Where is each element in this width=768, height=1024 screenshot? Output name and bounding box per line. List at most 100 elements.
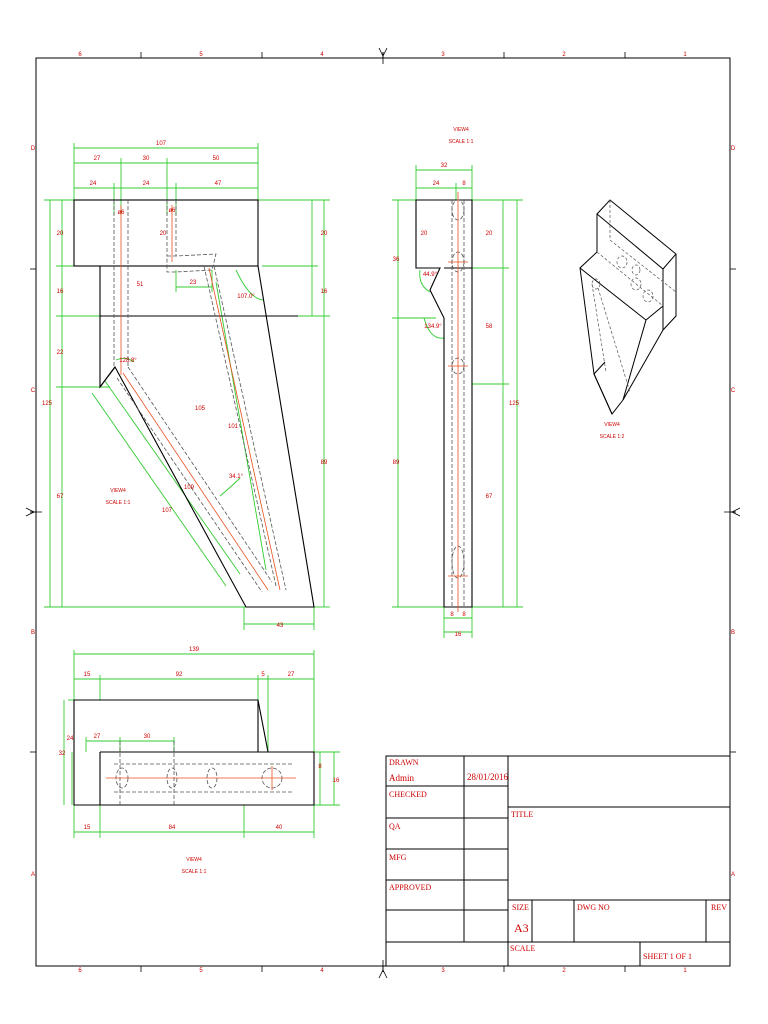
side-dim-8-bottom-a: 8 (450, 612, 454, 618)
side-dim-16: 16 (455, 632, 462, 638)
dim-angle-34: 34.1° (229, 474, 244, 480)
dim-width-27: 27 (94, 156, 101, 162)
dim-diag-105: 105 (195, 406, 206, 412)
dim-diag-101: 101 (228, 424, 239, 430)
side-dim-125: 125 (509, 401, 520, 407)
title-block-grid (385, 755, 731, 967)
side-view-dimension-text: 32 24 8 20 20 36 58 125 89 67 44.9° 134.… (393, 163, 520, 638)
side-dim-89: 89 (393, 460, 400, 466)
side-dim-32: 32 (441, 163, 448, 169)
sheet-label: SHEET 1 OF 1 (643, 952, 692, 961)
side-view-scale: SCALE 1:1 (449, 139, 474, 145)
iso-view-label: VIEW4 SCALE 1:2 (600, 422, 625, 440)
dim-height-20-mid: 20 (160, 231, 167, 237)
dim-height-16-right: 16 (321, 289, 328, 295)
dim-width-24a: 24 (90, 181, 97, 187)
dim-hole-dia-1: ø6 (117, 210, 125, 216)
dim-diag-109: 109 (184, 485, 195, 491)
dim-angle-128: 128.8° (119, 358, 137, 364)
dwg-no-label: DWG NO (577, 903, 610, 912)
side-dim-20-left: 20 (421, 231, 428, 237)
top-dim-24: 24 (67, 736, 74, 742)
top-dim-5: 5 (261, 672, 265, 678)
top-view: 139 15 92 5 27 24 27 30 32 8 16 15 84 40… (59, 647, 340, 875)
top-dim-139: 139 (189, 647, 200, 653)
dim-height-89: 89 (321, 460, 328, 466)
sheet-border (35, 57, 731, 967)
top-dim-27-left: 27 (94, 734, 101, 740)
top-dim-15-bottom: 15 (84, 825, 91, 831)
zone-top-2: 2 (562, 52, 566, 58)
scale-label: SCALE (510, 944, 535, 953)
rev-label: REV (711, 903, 727, 912)
top-dim-8: 8 (318, 764, 322, 770)
zone-right-c: C (731, 388, 736, 394)
zone-labels: 6 5 4 3 2 1 6 5 4 3 2 1 D C B A D C B A (31, 52, 736, 974)
top-dim-30: 30 (144, 734, 151, 740)
zone-right-b: B (731, 630, 735, 636)
front-view-outline (73, 199, 315, 608)
centering-marks (25, 47, 741, 979)
side-view-dimension-lines (392, 165, 523, 638)
dim-hole-dia-2: ø6 (168, 208, 176, 214)
checked-label: CHECKED (389, 790, 427, 799)
dim-diag-107: 107 (162, 508, 173, 514)
zone-top-6: 6 (78, 52, 82, 58)
front-view-dimension-lines (44, 143, 330, 630)
top-view-outline (73, 699, 315, 806)
top-view-label: VIEW4 SCALE 1:1 (182, 857, 207, 875)
top-dim-32: 32 (59, 751, 66, 757)
side-dim-24: 24 (433, 181, 440, 187)
zone-bottom-2: 2 (562, 968, 566, 974)
isometric-view: VIEW4 SCALE 1:2 (579, 199, 677, 440)
mfg-label: MFG (389, 853, 407, 862)
dim-width-43: 43 (277, 623, 284, 629)
zone-left-d: D (31, 146, 36, 152)
qa-label: QA (389, 822, 401, 831)
dim-overall-width: 107 (156, 141, 167, 147)
title-label: TITLE (511, 810, 533, 819)
zone-left-b: B (31, 630, 35, 636)
side-angle-134: 134.9° (424, 324, 442, 330)
side-dim-8-bottom-b: 8 (462, 612, 466, 618)
side-view-center-lines (448, 192, 468, 612)
side-dim-20-right: 20 (486, 231, 493, 237)
size-label: SIZE (512, 903, 529, 912)
top-view-dimension-lines (63, 650, 340, 838)
title-block: DRAWN Admin 28/01/2016 CHECKED QA MFG AP… (385, 755, 731, 967)
top-dim-15: 15 (84, 672, 91, 678)
iso-outline (579, 199, 677, 415)
dim-width-50: 50 (213, 156, 220, 162)
zone-bottom-3: 3 (441, 968, 445, 974)
iso-view-title: VIEW4 (604, 422, 620, 428)
top-view-scale: SCALE 1:1 (182, 869, 207, 875)
front-view: 107 27 30 50 24 24 47 20 20 20 16 16 22 … (42, 141, 330, 630)
front-view-title: VIEW4 (110, 488, 126, 494)
iso-view-scale: SCALE 1:2 (600, 434, 625, 440)
zone-top-1: 1 (683, 52, 687, 58)
zone-right-d: D (731, 146, 736, 152)
zone-bottom-5: 5 (199, 968, 203, 974)
dim-height-67: 67 (57, 494, 64, 500)
side-dim-8: 8 (462, 181, 466, 187)
dim-height-20-right: 20 (321, 231, 328, 237)
zone-top-5: 5 (199, 52, 203, 58)
side-view: 32 24 8 20 20 36 58 125 89 67 44.9° 134.… (392, 127, 523, 638)
title-block-text: DRAWN Admin 28/01/2016 CHECKED QA MFG AP… (389, 758, 727, 961)
front-view-hidden-lines (113, 200, 287, 593)
zone-left-a: A (31, 872, 35, 878)
dim-width-47: 47 (215, 181, 222, 187)
drawn-label: DRAWN (389, 758, 419, 767)
side-dim-58: 58 (486, 324, 493, 330)
zone-bottom-1: 1 (683, 968, 687, 974)
top-dim-27: 27 (288, 672, 295, 678)
top-dim-16: 16 (333, 778, 340, 784)
front-view-scale: SCALE 1:1 (106, 500, 131, 506)
zone-top-4: 4 (320, 52, 324, 58)
front-view-center-lines (120, 205, 281, 591)
side-view-label: VIEW4 SCALE 1:1 (449, 127, 474, 145)
front-view-label: VIEW4 SCALE 1:1 (106, 488, 131, 506)
drawn-by: Admin (389, 773, 415, 783)
zone-bottom-4: 4 (320, 968, 324, 974)
